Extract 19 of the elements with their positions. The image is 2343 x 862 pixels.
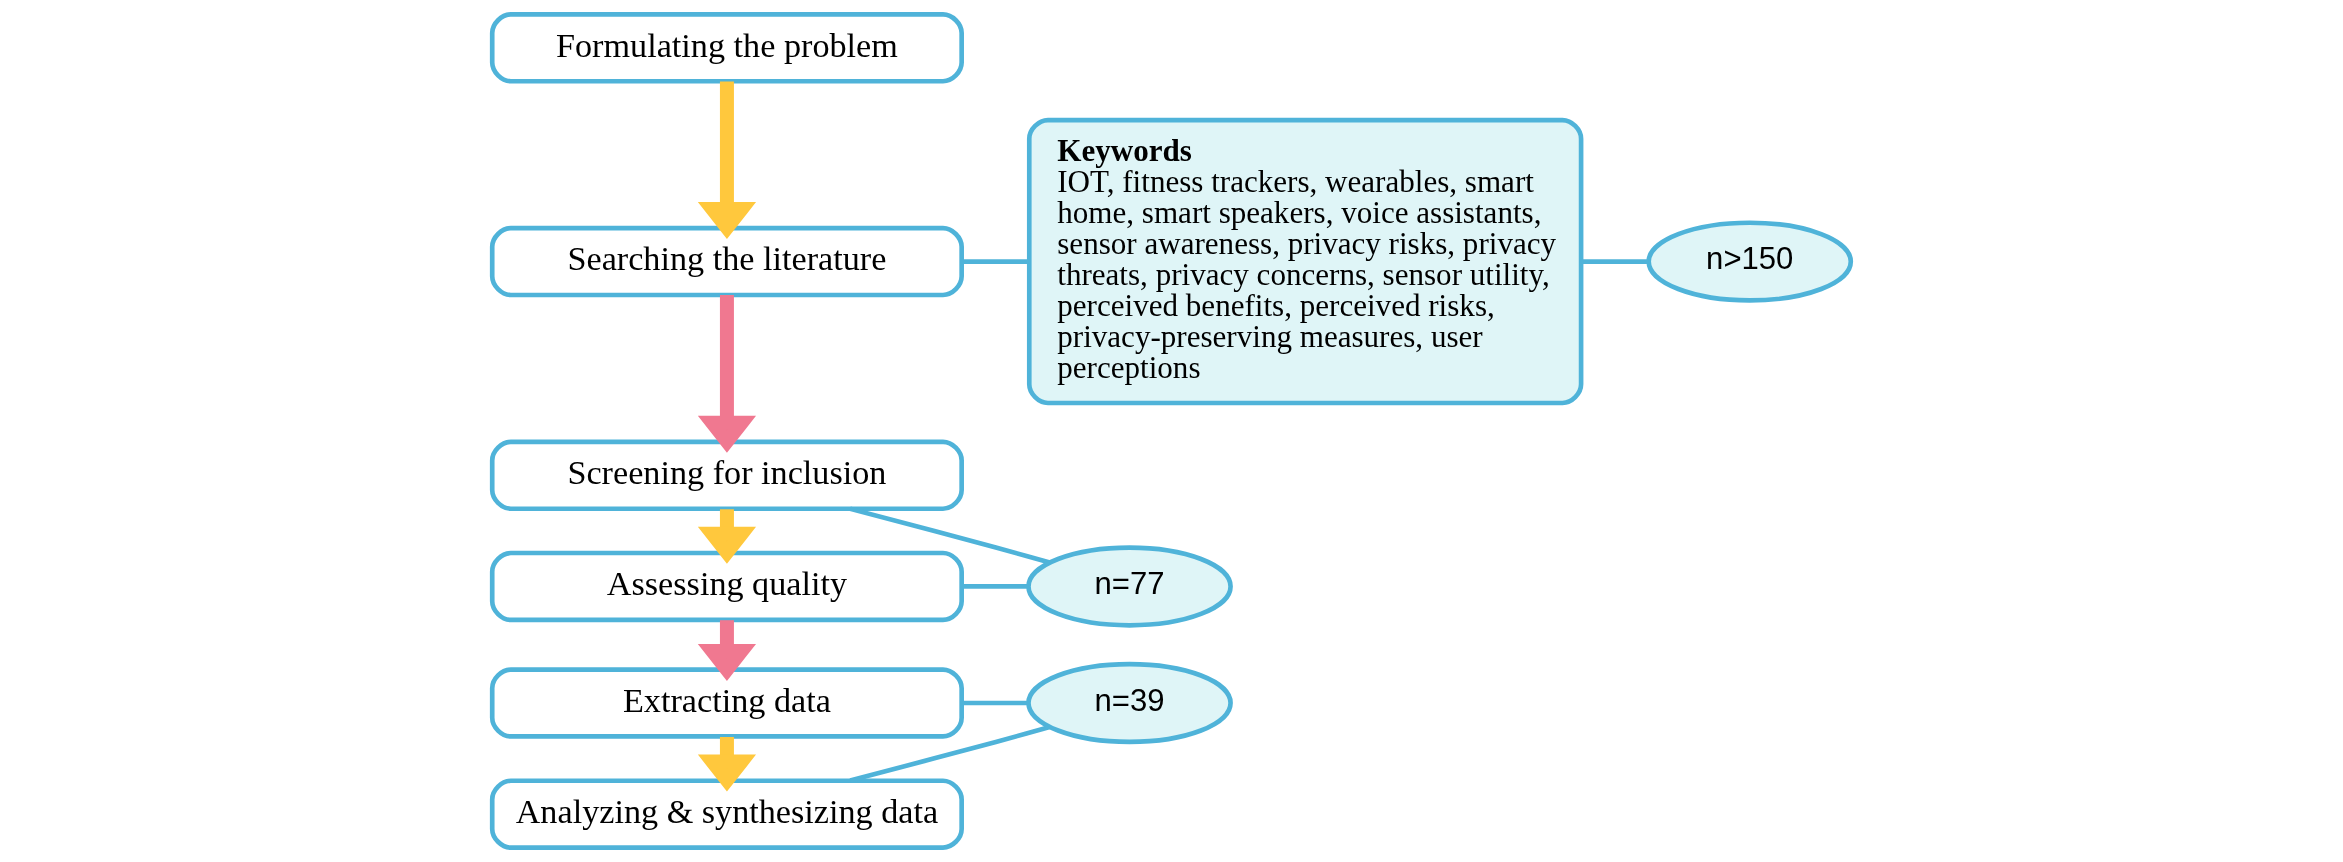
node-box: Analyzing & synthesizing data: [489, 778, 964, 850]
node-box: Extracting data: [489, 667, 964, 739]
arrow: [697, 620, 757, 681]
arrow: [697, 509, 757, 564]
connector: [962, 700, 1029, 706]
arrow: [697, 295, 757, 453]
connector: [1581, 259, 1649, 264]
node-box: Assessing quality: [489, 550, 964, 623]
node-box: Keywords IOT, fitness trackers, wearables, smart home, smart speakers, voice assistants, sensor awareness, privacy risks, privacy threats, privacy concerns, sensor utility, perceived benefits, perceived risks, privacy-preserving measures, user perceptions: [1026, 117, 1584, 406]
arrow: [697, 737, 757, 792]
connector: [962, 584, 1029, 589]
node-ellipse: n>150: [1646, 220, 1854, 303]
node-box: Screening for inclusion: [489, 439, 964, 512]
node-ellipse: n=77: [1026, 545, 1233, 628]
connector: [961, 259, 1029, 264]
arrow: [697, 81, 757, 240]
node-ellipse: n=39: [1026, 661, 1233, 745]
node-box: Formulating the problem: [489, 12, 964, 84]
node-box: Searching the literature: [489, 225, 964, 298]
